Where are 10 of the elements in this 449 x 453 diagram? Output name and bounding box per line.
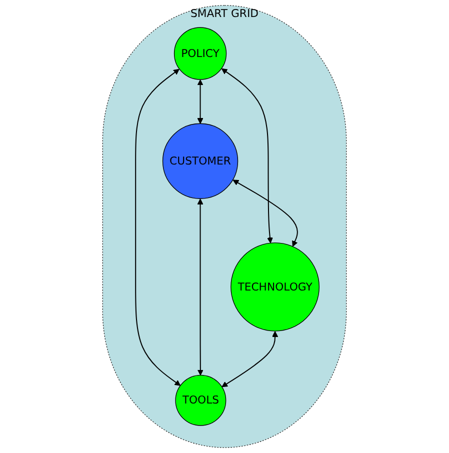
node-circle: TOOLS	[175, 374, 226, 426]
arrow	[197, 198, 204, 376]
arrow	[221, 68, 273, 244]
arrow	[135, 68, 181, 386]
arrow	[232, 180, 298, 247]
node-circle: CUSTOMER	[162, 123, 238, 199]
node-circle: TECHNOLOGY	[230, 242, 320, 332]
node-circle: POLICY	[174, 27, 227, 80]
arrow	[222, 331, 278, 388]
arrow	[197, 80, 204, 124]
